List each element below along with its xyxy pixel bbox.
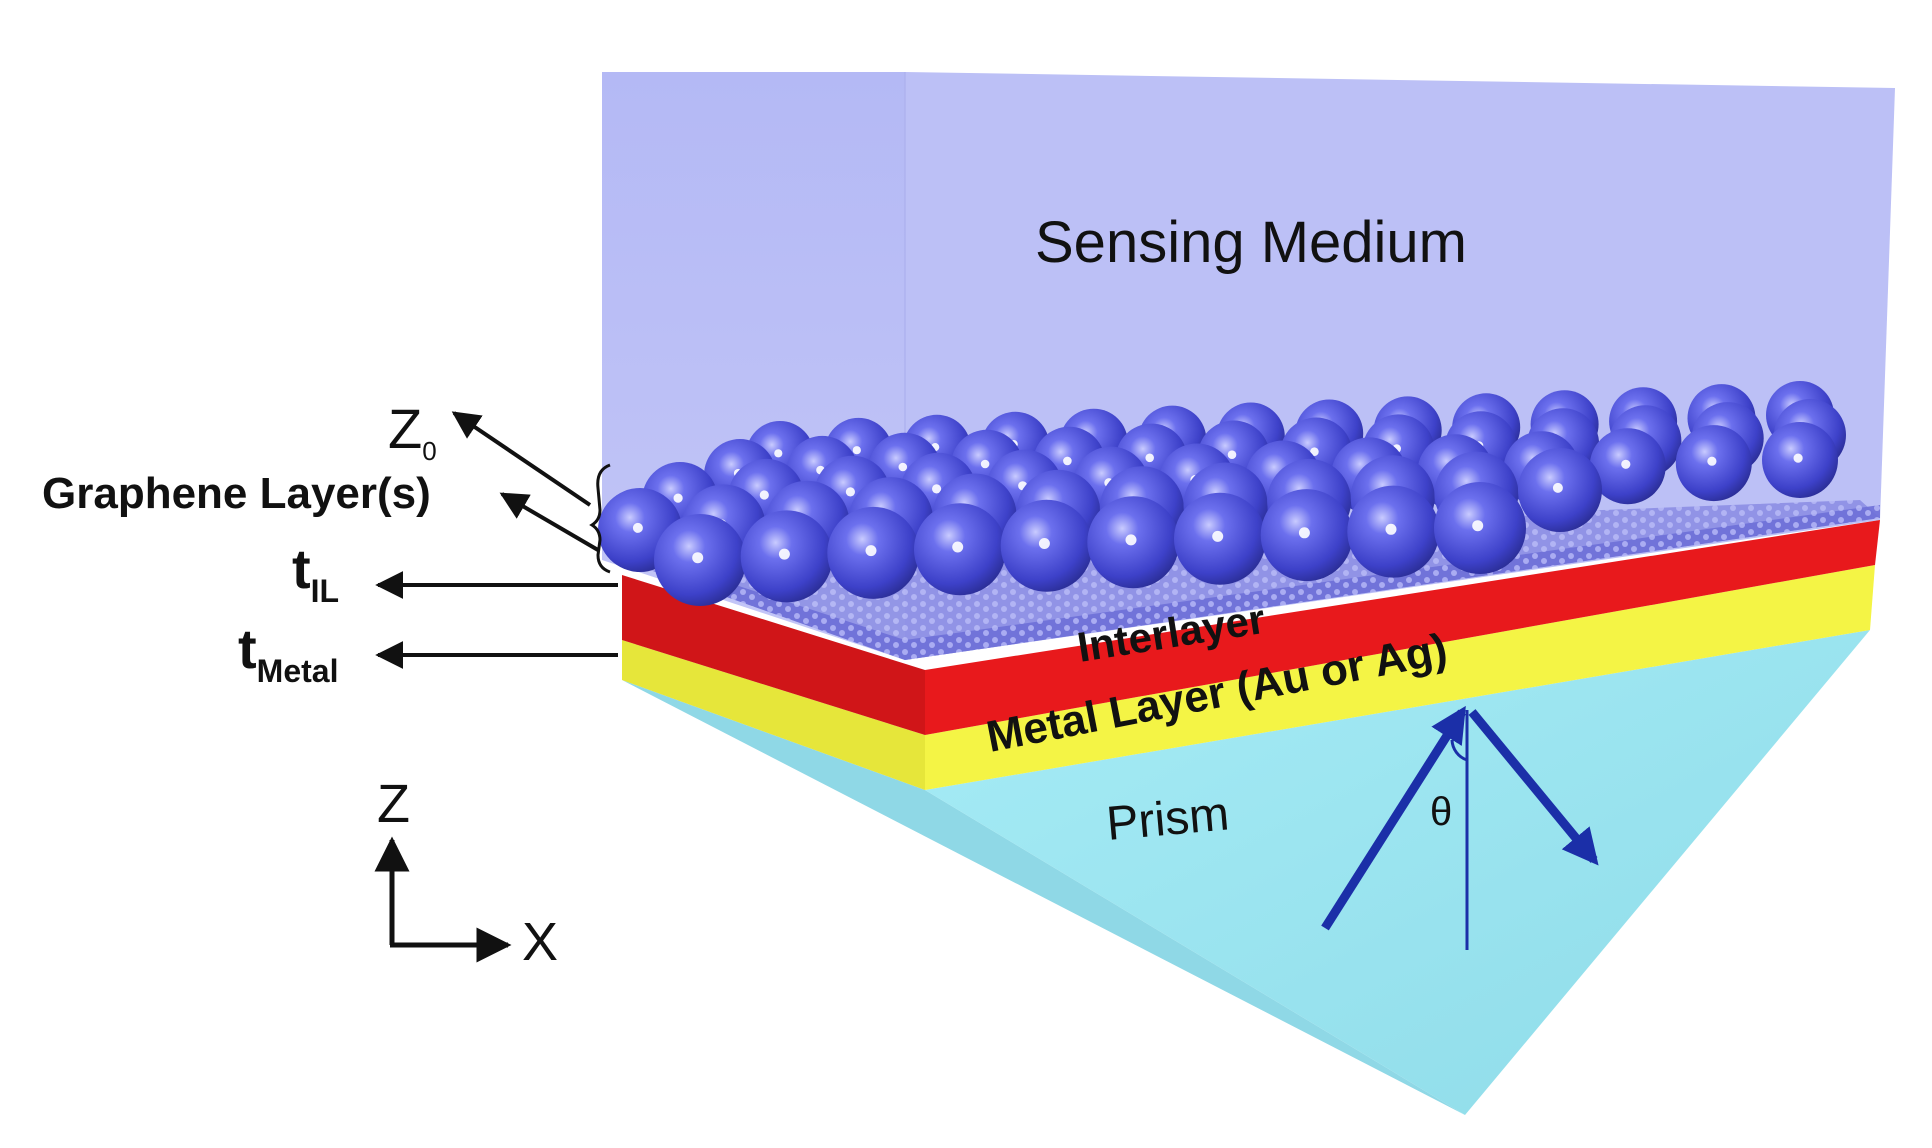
prism-left-face	[622, 680, 1465, 1115]
prism-label: Prism	[1104, 787, 1231, 850]
sensing-medium-label: Sensing Medium	[1035, 210, 1467, 275]
graphene-label: Graphene Layer(s)	[42, 469, 431, 518]
sphere-highlight	[1145, 453, 1154, 463]
t-metal-sub: Metal	[257, 653, 339, 689]
reflected-ray	[1468, 709, 1599, 866]
sphere-highlight	[845, 487, 856, 497]
analyte-spheres	[598, 381, 1846, 606]
interlayer-top	[925, 520, 1880, 735]
metal-layer-top	[925, 565, 1875, 790]
metal-layer-front	[622, 640, 925, 790]
sphere-highlight	[852, 446, 861, 455]
light-rays	[1321, 705, 1599, 950]
z0-label: Z0	[388, 397, 437, 466]
interlayer	[622, 520, 1880, 735]
axes-indicator: Z X	[374, 774, 558, 972]
sphere-highlight	[1227, 450, 1237, 460]
sphere-highlight	[1707, 456, 1717, 466]
t-metal-label: tMetal	[238, 617, 338, 689]
graphene-arrow	[499, 492, 600, 552]
z0-arrow	[451, 411, 592, 507]
left-annotations: Z0 Graphene Layer(s) tIL tMetal	[42, 397, 618, 689]
sphere-highlight	[1793, 453, 1803, 463]
z0-sub: 0	[422, 436, 436, 466]
z-axis-label: Z	[377, 774, 410, 834]
metal-layer	[622, 565, 1875, 790]
sphere-highlight	[1063, 456, 1072, 466]
sphere-highlight	[952, 541, 964, 553]
sphere-highlight	[759, 490, 769, 500]
sphere-highlight	[778, 548, 790, 560]
prism-front-face	[925, 630, 1870, 1115]
incident-ray	[1321, 705, 1466, 931]
sphere-highlight	[1212, 530, 1224, 542]
sphere-highlight	[1310, 447, 1319, 457]
t-metal-main: t	[238, 617, 257, 680]
interlayer-front	[622, 575, 925, 735]
sphere-highlight	[1298, 527, 1310, 539]
x-axis-label: X	[522, 912, 558, 972]
graphene-brace	[589, 463, 611, 574]
angle-arc	[1450, 739, 1468, 762]
sphere-highlight	[1552, 482, 1563, 493]
sphere-highlight	[774, 449, 783, 458]
sphere-highlight	[632, 522, 643, 533]
sphere-highlight	[1385, 523, 1397, 535]
prism-block	[622, 630, 1870, 1115]
z0-main: Z	[388, 397, 422, 460]
sphere-highlight	[1038, 538, 1050, 549]
sphere-highlight	[898, 462, 908, 472]
sphere-highlight	[1472, 520, 1484, 532]
theta-label: θ	[1430, 790, 1452, 834]
sphere-highlight	[673, 493, 683, 503]
sphere-highlight	[1125, 534, 1137, 546]
sphere-highlight	[865, 545, 877, 557]
t-il-sub: IL	[311, 573, 339, 609]
sphere-highlight	[932, 484, 942, 494]
t-il-main: t	[292, 537, 311, 600]
sphere-highlight	[1621, 459, 1631, 469]
t-il-label: tIL	[292, 537, 339, 609]
sphere-highlight	[980, 459, 990, 469]
sphere-highlight	[692, 552, 704, 564]
